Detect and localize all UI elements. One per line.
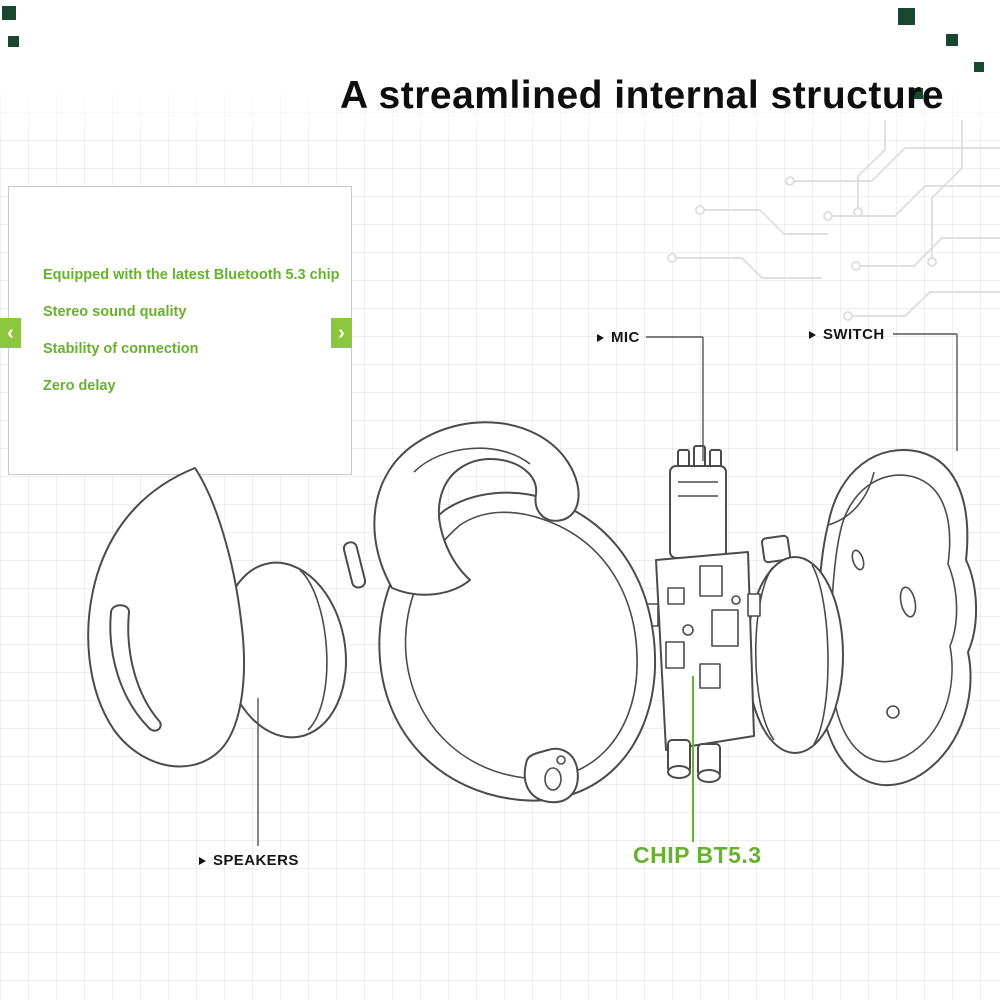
outer-shell: [816, 449, 977, 787]
mic-label: MIC: [597, 329, 640, 346]
pcb-pad-squares: [2, 6, 984, 99]
mic-label-text: MIC: [611, 329, 640, 346]
feature-item: Equipped with the latest Bluetooth 5.3 c…: [43, 267, 340, 283]
feature-list: Equipped with the latest Bluetooth 5.3 c…: [43, 265, 343, 413]
feature-item: Stereo sound quality: [43, 304, 187, 320]
top-fade-overlay: [0, 0, 1000, 150]
feature-item: Stability of connection: [43, 341, 199, 357]
chevron-right-icon: ›: [338, 321, 345, 344]
switch-label-text: SWITCH: [823, 326, 885, 343]
switch-label: SWITCH: [809, 326, 885, 343]
chip-module: [645, 445, 761, 783]
carousel-prev-button[interactable]: ‹: [0, 318, 21, 348]
driver-unit: [746, 534, 844, 754]
pointer-triangle-icon: [199, 856, 206, 865]
page-title: A streamlined internal structure: [340, 74, 945, 117]
chip-label: CHIP BT5.3: [633, 842, 762, 868]
chevron-left-icon: ‹: [7, 321, 14, 344]
speakers-label-text: SPEAKERS: [213, 852, 299, 869]
leader-lines: [257, 333, 958, 846]
switch-leader-line: [893, 333, 958, 451]
circuit-trace-decor: [2, 6, 1000, 321]
inner-frame-ear-hook: [342, 421, 657, 804]
feature-item: Zero delay: [43, 378, 116, 394]
carousel-next-button[interactable]: ›: [331, 318, 352, 348]
mic-leader-line: [646, 336, 704, 461]
pointer-triangle-icon: [809, 330, 816, 339]
speakers-label: SPEAKERS: [199, 852, 299, 869]
circuit-traces: [667, 120, 1000, 321]
ear-tip: [87, 467, 245, 768]
pointer-triangle-icon: [597, 333, 604, 342]
